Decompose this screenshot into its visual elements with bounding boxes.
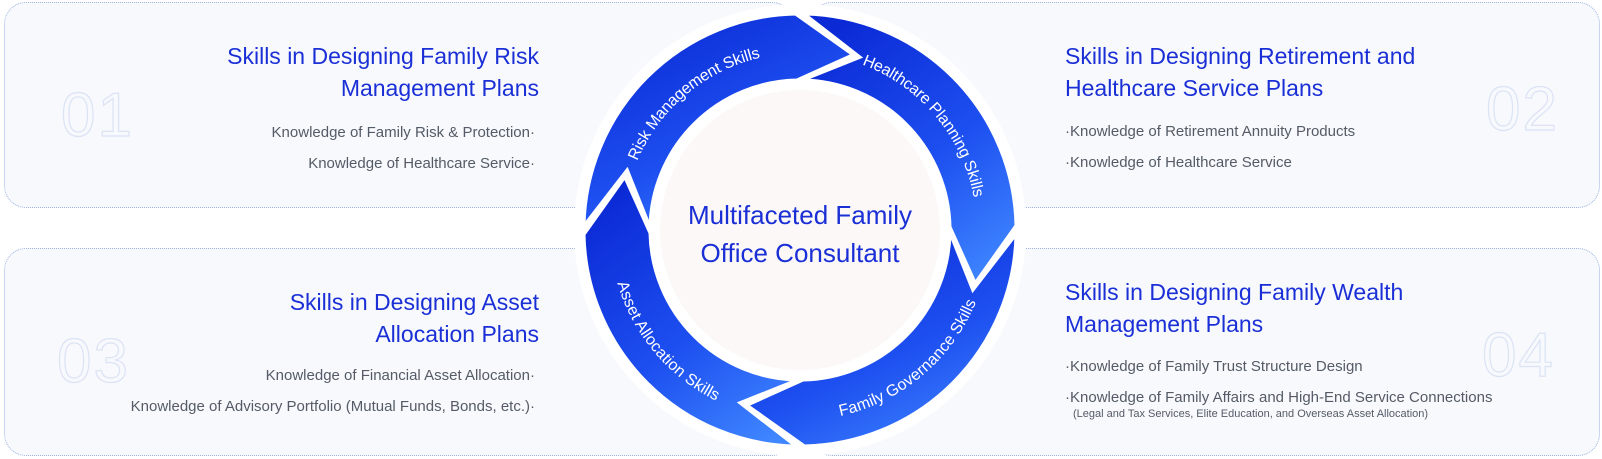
card-number: 02 bbox=[1485, 75, 1559, 144]
card-title: Skills in Designing Asset Allocation Pla… bbox=[119, 286, 539, 350]
knowledge-item-text: Knowledge of Family Risk & Protection bbox=[271, 124, 530, 141]
list-item: Knowledge of Financial Asset Allocation· bbox=[0, 360, 535, 391]
list-item: Knowledge of Healthcare Service· bbox=[0, 148, 535, 179]
list-item: ·Knowledge of Family Trust Structure Des… bbox=[1065, 351, 1585, 382]
bullet-dot: · bbox=[530, 124, 535, 141]
knowledge-item-text: Knowledge of Retirement Annuity Products bbox=[1070, 123, 1356, 140]
bullet-dot: · bbox=[1065, 389, 1070, 406]
bullet-dot: · bbox=[1065, 123, 1070, 140]
knowledge-list: ·Knowledge of Retirement Annuity Product… bbox=[1065, 116, 1585, 178]
knowledge-item-text: Knowledge of Family Trust Structure Desi… bbox=[1070, 358, 1363, 375]
center-title: Multifaceted Family Office Consultant bbox=[655, 196, 945, 272]
card-title-line-2: Management Plans bbox=[1065, 311, 1264, 337]
card-number: 01 bbox=[60, 81, 134, 150]
segment-family-governance bbox=[744, 229, 1018, 448]
segment-asset-allocation bbox=[582, 174, 801, 448]
card-title-line-2: Healthcare Service Plans bbox=[1065, 75, 1324, 101]
knowledge-item-text: Knowledge of Healthcare Service bbox=[1070, 154, 1292, 171]
bullet-dot: · bbox=[530, 398, 535, 415]
center-title-line-1: Multifaceted Family bbox=[688, 200, 912, 230]
list-item: Knowledge of Advisory Portfolio (Mutual … bbox=[0, 391, 535, 422]
knowledge-list: Knowledge of Family Risk & Protection· K… bbox=[0, 117, 535, 179]
center-title-line-2: Office Consultant bbox=[700, 238, 900, 268]
knowledge-item-text: Knowledge of Advisory Portfolio (Mutual … bbox=[130, 398, 530, 415]
knowledge-item-text: Knowledge of Financial Asset Allocation bbox=[265, 367, 530, 384]
card-title: Skills in Designing Family Risk Manageme… bbox=[119, 40, 539, 104]
bullet-dot: · bbox=[1065, 358, 1070, 375]
card-title-line-1: Skills in Designing Retirement and bbox=[1065, 43, 1416, 69]
knowledge-list: ·Knowledge of Family Trust Structure Des… bbox=[1065, 351, 1585, 420]
knowledge-item-text: Knowledge of Family Affairs and High-End… bbox=[1070, 389, 1493, 406]
bullet-dot: · bbox=[1065, 154, 1070, 171]
ring bbox=[582, 12, 1018, 448]
segment-healthcare-planning bbox=[799, 12, 1018, 286]
list-item: ·Knowledge of Family Affairs and High-En… bbox=[1065, 382, 1585, 420]
card-title-line-1: Skills in Designing Asset bbox=[289, 289, 539, 315]
list-item: ·Knowledge of Healthcare Service bbox=[1065, 147, 1585, 178]
card-title-line-1: Skills in Designing Family Wealth bbox=[1065, 279, 1404, 305]
knowledge-item-note: (Legal and Tax Services, Elite Education… bbox=[1073, 408, 1429, 420]
bullet-dot: · bbox=[530, 155, 535, 172]
list-item: Knowledge of Family Risk & Protection· bbox=[0, 117, 535, 148]
list-item: ·Knowledge of Retirement Annuity Product… bbox=[1065, 116, 1585, 147]
card-title-line-2: Management Plans bbox=[340, 75, 539, 101]
segment-risk-management bbox=[582, 12, 856, 231]
card-title-line-1: Skills in Designing Family Risk bbox=[227, 43, 539, 69]
bullet-dot: · bbox=[530, 367, 535, 384]
card-title-line-2: Allocation Plans bbox=[375, 321, 539, 347]
knowledge-list: Knowledge of Financial Asset Allocation·… bbox=[0, 360, 535, 422]
card-number: 04 bbox=[1481, 321, 1555, 390]
card-title: Skills in Designing Retirement and Healt… bbox=[1065, 40, 1505, 104]
center-disc bbox=[660, 90, 940, 370]
card-number: 03 bbox=[56, 327, 130, 396]
knowledge-item-text: Knowledge of Healthcare Service bbox=[308, 155, 530, 172]
card-title: Skills in Designing Family Wealth Manage… bbox=[1065, 276, 1505, 340]
